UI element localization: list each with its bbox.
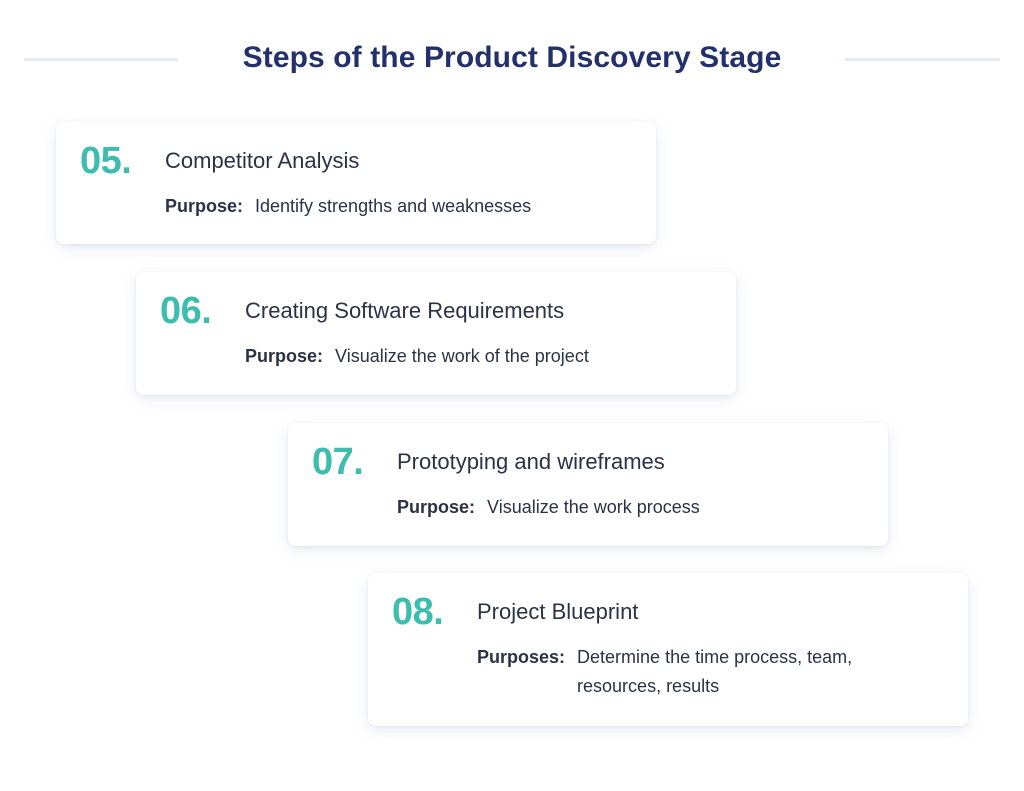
purpose-label: Purpose: [397, 497, 476, 517]
step-title: Project Blueprint [477, 599, 639, 624]
step-number: 06. [160, 290, 212, 332]
step-title: Creating Software Requirements [245, 298, 565, 323]
purpose-text: Visualize the work process [487, 497, 700, 517]
purpose-label: Purpose: [245, 346, 324, 366]
step-purpose: Purpose: Identify strengths and weakness… [165, 192, 531, 221]
title-divider-left [24, 58, 178, 61]
page-title: Steps of the Product Discovery Stage [242, 41, 782, 74]
step-purpose: Purpose: Visualize the work process [397, 493, 700, 522]
purpose-text: Identify strengths and weaknesses [255, 196, 532, 216]
step-number: 08. [392, 591, 444, 633]
step-purpose: Purposes: Determine the time process, te… [477, 643, 927, 701]
purpose-text: Determine the time process, team, resour… [577, 647, 853, 696]
step-number: 05. [80, 140, 132, 182]
step-title: Prototyping and wireframes [397, 449, 665, 474]
step-card-07: 07. Prototyping and wireframes Purpose: … [288, 423, 888, 546]
step-number: 07. [312, 441, 364, 483]
step-card-08: 08. Project Blueprint Purposes: Determin… [368, 573, 968, 726]
purpose-label: Purposes: [477, 647, 566, 667]
purpose-label: Purpose: [165, 196, 244, 216]
step-card-06: 06. Creating Software Requirements Purpo… [136, 272, 736, 395]
purpose-text: Visualize the work of the project [335, 346, 589, 366]
title-divider-right [845, 58, 1000, 61]
title-row: Steps of the Product Discovery Stage [0, 36, 1024, 80]
step-purpose: Purpose: Visualize the work of the proje… [245, 342, 589, 371]
step-card-05: 05. Competitor Analysis Purpose: Identif… [56, 122, 656, 244]
step-title: Competitor Analysis [165, 148, 360, 173]
